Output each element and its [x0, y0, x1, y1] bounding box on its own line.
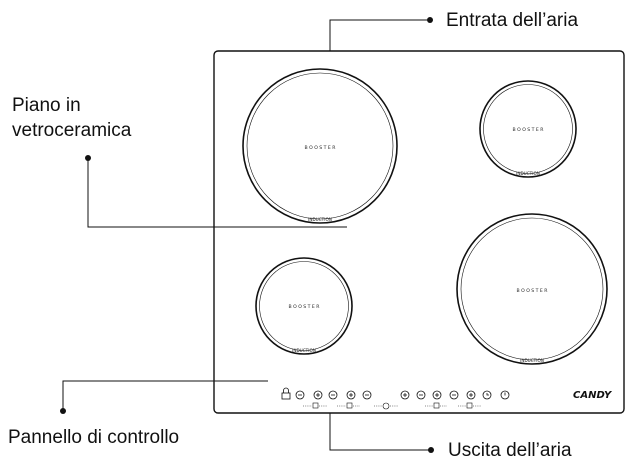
plus-icon	[313, 390, 323, 400]
control-panel	[281, 387, 510, 410]
zone-boost-text-bottom-right: B O O S T E R	[517, 288, 549, 294]
cooking-zone-top-left	[242, 68, 398, 224]
minus-icon	[362, 390, 372, 400]
label-air-outlet: Uscita dell’aria	[448, 440, 572, 461]
callout-dots	[60, 17, 434, 453]
callout-lines	[62, 19, 430, 451]
plus-icon	[466, 390, 476, 400]
minus-icon	[416, 390, 426, 400]
label-glass-top-line2: vetroceramica	[12, 120, 132, 141]
zone-indicator-row	[303, 402, 481, 410]
brand-logo: CANDY	[573, 390, 613, 401]
minus-icon	[295, 390, 305, 400]
timer-icon	[482, 390, 492, 400]
zone-ring-text-bottom-left: INDUCTION	[292, 348, 316, 353]
label-glass-top-line1: Piano in	[12, 95, 81, 116]
cooking-zone-bottom-right	[456, 213, 608, 365]
zone-boost-text-bottom-left: B O O S T E R	[289, 304, 321, 310]
zone-ring-text-bottom-right: INDUCTION	[520, 358, 544, 363]
air-inlet-leader	[329, 19, 427, 51]
label-air-inlet: Entrata dell’aria	[446, 10, 579, 31]
control-panel-leader	[62, 380, 268, 411]
cooking-zone-bottom-left	[255, 257, 353, 355]
minus-icon	[328, 390, 338, 400]
plus-icon	[400, 390, 410, 400]
lock-icon	[281, 387, 291, 400]
power-icon	[500, 390, 510, 400]
zone-ring-text-top-right: INDUCTION	[516, 171, 540, 176]
label-control-panel: Pannello di controllo	[8, 427, 180, 448]
zone-ring-text-top-left: INDUCTION	[308, 217, 332, 222]
minus-icon	[449, 390, 459, 400]
glass-top-leader	[87, 160, 347, 228]
zone-boost-text-top-right: B O O S T E R	[513, 127, 545, 133]
plus-icon	[346, 390, 356, 400]
air-outlet-leader	[329, 413, 430, 451]
cooking-zone-top-right	[479, 80, 577, 178]
plus-icon	[432, 390, 442, 400]
zone-boost-text-top-left: B O O S T E R	[305, 145, 337, 151]
